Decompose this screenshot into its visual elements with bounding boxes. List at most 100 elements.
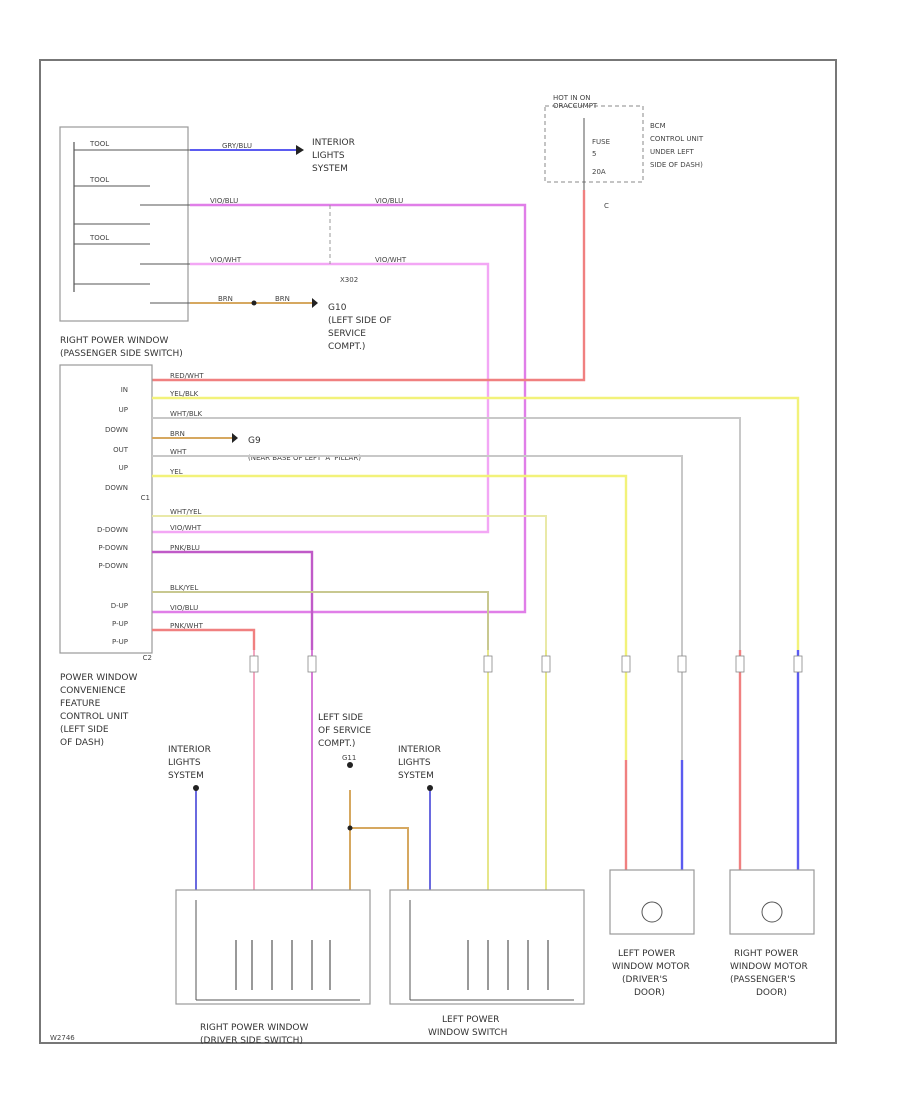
conv-line6: OF DASH) <box>60 738 104 748</box>
left-motor-line4: DOOR) <box>634 988 665 998</box>
right-motor-line1: RIGHT POWER <box>734 949 798 959</box>
pass-switch-line2: (PASSENGER SIDE SWITCH) <box>60 349 183 359</box>
interior3-line3: SYSTEM <box>398 771 434 781</box>
bcm-label-3: UNDER LEFT <box>650 148 694 156</box>
wire-label-pnk-wht: PNK/WHT <box>170 622 204 630</box>
wire-label-wht: WHT <box>170 448 187 456</box>
interior1-line3: SYSTEM <box>312 164 348 174</box>
bcm-pin-1: TOOL <box>89 140 109 148</box>
pin-down-2: DOWN <box>105 484 128 492</box>
wire-label-brn-2: BRN <box>275 295 290 303</box>
wire-label-pnk-blu: PNK/BLU <box>170 544 200 552</box>
wire-label-wht-yel: WHT/YEL <box>170 508 202 516</box>
pin-in: IN <box>121 386 128 394</box>
conv-line5: (LEFT SIDE <box>60 725 109 735</box>
pin-down: DOWN <box>105 426 128 434</box>
pin-out: OUT <box>113 446 129 454</box>
fuse-box <box>544 105 644 183</box>
wire-label-yel: YEL <box>169 468 183 476</box>
g10-line1: (LEFT SIDE OF <box>328 316 392 326</box>
bcm-label-2: CONTROL UNIT <box>650 135 704 143</box>
right-motor-line4: DOOR) <box>756 988 787 998</box>
pin-d-down: D-DOWN <box>97 526 128 534</box>
bcm-pin-2: TOOL <box>89 176 109 184</box>
bcm-label-1: BCM <box>650 122 666 130</box>
wire-label-vio-wht-2: VIO/WHT <box>375 256 407 264</box>
g9-text: (NEAR BASE OF LEFT 'A' PILLAR) <box>248 454 361 462</box>
pin-c2: C2 <box>143 654 152 662</box>
wire-label-brn-1: BRN <box>218 295 233 303</box>
wire-label-vio-blu-1: VIO/BLU <box>210 197 238 205</box>
pin-p-up-2: P-UP <box>112 638 128 646</box>
fuse-line2: 5 <box>592 150 596 158</box>
interior3-line2: LIGHTS <box>398 758 431 768</box>
lower-wires <box>195 650 800 890</box>
pin-p-down: P-DOWN <box>98 544 128 552</box>
right-switch-box <box>175 889 371 1005</box>
left-switch-line1: LEFT POWER <box>442 1015 499 1025</box>
wire-label-grn-blu: GRY/BLU <box>222 142 252 150</box>
left-motor-box <box>609 869 695 935</box>
pin-p-up: P-UP <box>112 620 128 628</box>
interior1-line1: INTERIOR <box>312 138 355 148</box>
g9-id: G9 <box>248 436 261 446</box>
pin-d-up: D-UP <box>111 602 128 610</box>
interior1-line2: LIGHTS <box>312 151 345 161</box>
wire-label-brn-3: BRN <box>170 430 185 438</box>
conv-unit-box <box>59 364 153 654</box>
fuse-line1: FUSE <box>592 138 610 146</box>
wire-label-vio-blu-2: VIO/BLU <box>375 197 403 205</box>
left-switch-box <box>389 889 585 1005</box>
g10-id: G10 <box>328 303 347 313</box>
wire-label-vio-wht-1: VIO/WHT <box>210 256 242 264</box>
g11-id: G11 <box>342 754 356 762</box>
conv-line2: CONVENIENCE <box>60 686 126 696</box>
pin-p-down-2: P-DOWN <box>98 562 128 570</box>
conv-line1: POWER WINDOW <box>60 673 138 683</box>
right-switch-line1: RIGHT POWER WINDOW <box>200 1023 309 1033</box>
pin-up: UP <box>119 406 128 414</box>
wire-label-vio-blu-3: VIO/BLU <box>170 604 198 612</box>
wire-label-vio-wht-3: VIO/WHT <box>170 524 202 532</box>
left-motor-line2: WINDOW MOTOR <box>612 962 690 972</box>
interior2-line2: LIGHTS <box>168 758 201 768</box>
g10-line3: COMPT.) <box>328 342 365 352</box>
connector-markers <box>249 655 803 673</box>
wire-label-yel-blk: YEL/BLK <box>169 390 199 398</box>
outer-frame <box>39 59 837 1044</box>
wire-label-blk-yel: BLK/YEL <box>170 584 198 592</box>
interior3-line1: INTERIOR <box>398 745 441 755</box>
bcm-box <box>59 126 189 322</box>
left-switch-line2: WINDOW SWITCH <box>428 1028 507 1038</box>
right-motor-line2: WINDOW MOTOR <box>730 962 808 972</box>
switch-contacts <box>235 940 549 990</box>
right-motor-box <box>729 869 815 935</box>
g11-line1: LEFT SIDE <box>318 713 363 723</box>
g11-line2: OF SERVICE <box>318 726 371 736</box>
hot-in-run-1: HOT IN ON <box>553 94 591 102</box>
bcm-label-4: SIDE OF DASH) <box>650 161 703 169</box>
bcm-pin-3: TOOL <box>89 234 109 242</box>
splice-c-label: C <box>604 202 609 210</box>
g11-line3: COMPT.) <box>318 739 355 749</box>
left-motor-line1: LEFT POWER <box>618 949 675 959</box>
wire-label-wht-blk: WHT/BLK <box>170 410 203 418</box>
right-switch-line2: (DRIVER SIDE SWITCH) <box>200 1036 303 1046</box>
pin-c1: C1 <box>141 494 150 502</box>
wire-label-red-wht: RED/WHT <box>170 372 204 380</box>
pin-labels: IN UP DOWN OUT UP DOWN C1 D-DOWN P-DOWN … <box>97 386 152 662</box>
conv-line3: FEATURE <box>60 699 101 709</box>
diagram-id: W2746 <box>50 1034 75 1042</box>
pin-up-2: UP <box>119 464 128 472</box>
right-motor-line3: (PASSENGER'S <box>730 975 796 985</box>
interior2-line1: INTERIOR <box>168 745 211 755</box>
fuse-line3: 20A <box>592 168 606 176</box>
splice-x302-label: X302 <box>340 276 358 284</box>
interior2-line3: SYSTEM <box>168 771 204 781</box>
g10-line2: SERVICE <box>328 329 366 339</box>
hot-in-run-2: ORACCUMPT <box>553 102 598 110</box>
pass-switch-line1: RIGHT POWER WINDOW <box>60 336 169 346</box>
left-motor-line3: (DRIVER'S <box>622 975 668 985</box>
conv-line4: CONTROL UNIT <box>60 712 129 722</box>
